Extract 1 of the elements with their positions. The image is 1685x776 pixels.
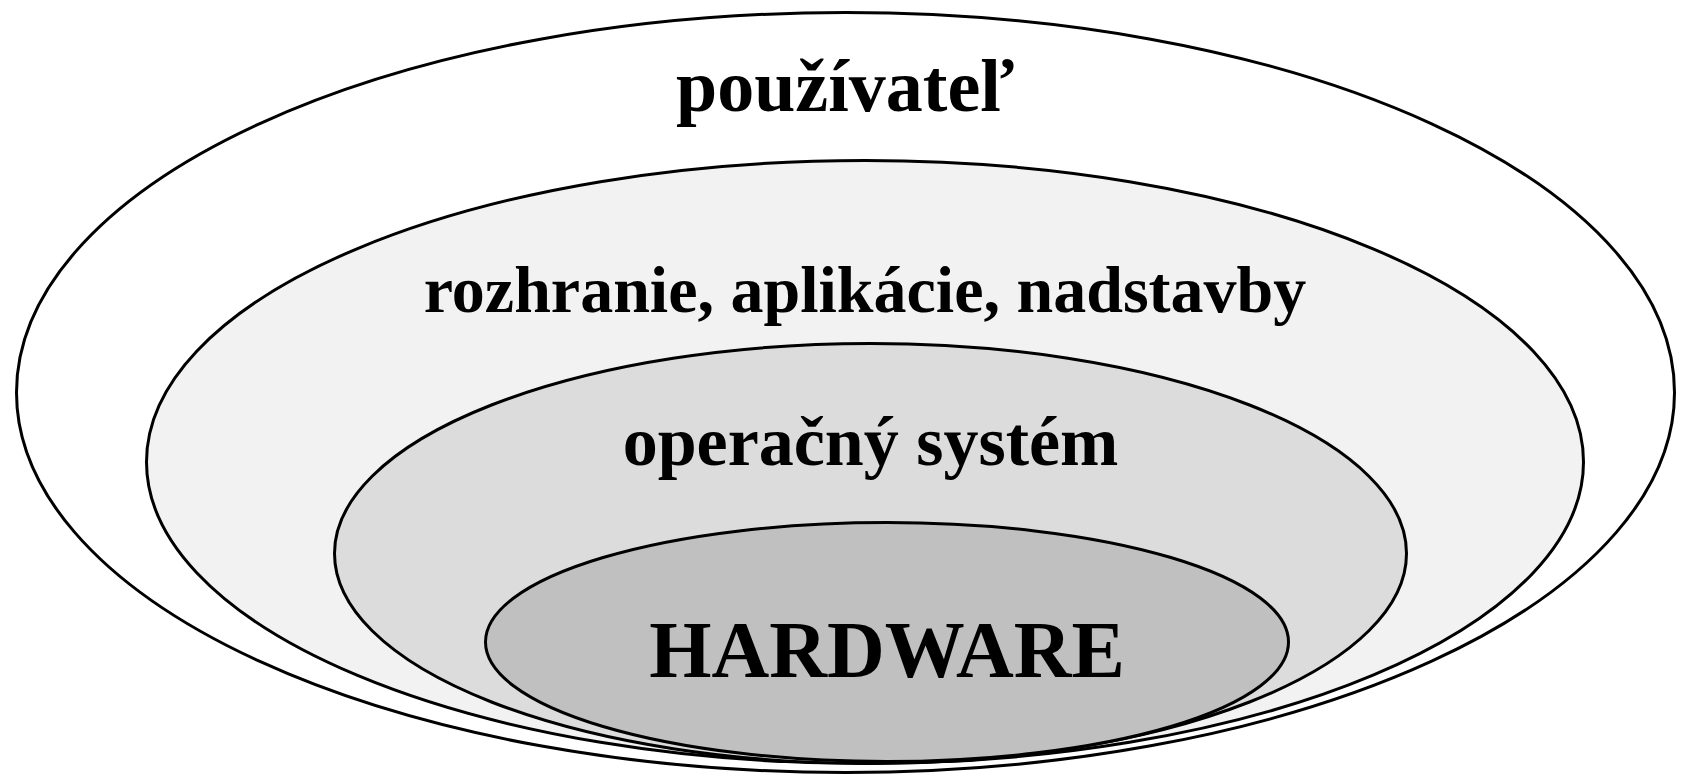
layer-label: HARDWARE bbox=[649, 610, 1125, 690]
